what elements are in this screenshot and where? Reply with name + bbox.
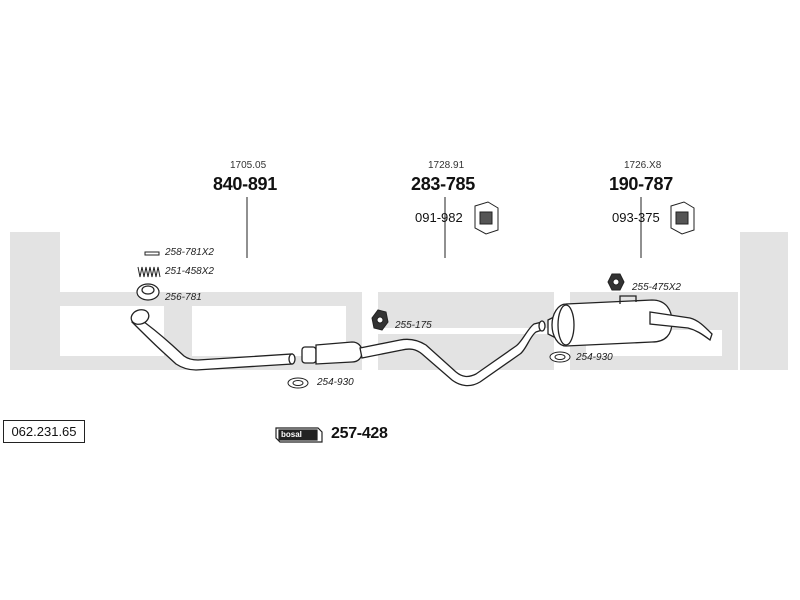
section-ref-front: 1705.05: [230, 160, 267, 171]
spring-icon: [137, 266, 161, 278]
label-rubber-mount-center: 255-175: [395, 320, 432, 331]
kit-logo-text: bosal: [281, 430, 302, 439]
kit-box-icon: [275, 427, 323, 443]
label-clamp-front: 254-930: [317, 377, 354, 388]
clamp-front-icon: [287, 377, 309, 389]
label-rubber-mount-rear: 255-475X2: [632, 282, 681, 293]
label-clamp-rear: 254-930: [576, 352, 613, 363]
rubber-mount-center-icon: [371, 309, 389, 331]
ring-icon: [136, 283, 160, 301]
section-ref-center: 1728.91: [428, 160, 465, 171]
part-number-bracket-center: 091-982: [415, 210, 463, 225]
bracket-center-icon: [474, 201, 499, 235]
bolt-icon: [144, 251, 160, 256]
rear-muffler: [547, 295, 713, 347]
label-spring: 251-458X2: [165, 266, 214, 277]
catalog-number: 062.231.65: [3, 420, 85, 443]
part-number-bracket-rear: 093-375: [612, 210, 660, 225]
part-number-rear-muffler: 190-787: [609, 174, 673, 194]
kit-part-number: 257-428: [331, 425, 388, 442]
label-ring: 256-781: [165, 292, 202, 303]
front-pipe: [130, 309, 296, 371]
rubber-mount-rear-icon: [607, 273, 625, 291]
part-number-center-muffler: 283-785: [411, 174, 475, 194]
clamp-rear-icon: [549, 351, 571, 363]
section-ref-rear: 1726.X8: [624, 160, 662, 171]
bracket-rear-icon: [670, 201, 695, 235]
label-bolt: 258-781X2: [165, 247, 214, 258]
part-number-front-pipe: 840-891: [213, 174, 277, 194]
bosal-watermark: [10, 232, 788, 370]
center-muffler: [301, 320, 546, 387]
